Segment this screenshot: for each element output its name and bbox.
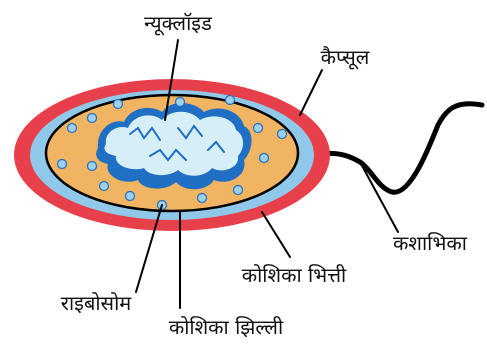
ribosome-dot [234, 186, 243, 195]
label-cell-wall: कोशिका भित्ती [242, 263, 347, 287]
label-nucleoid: न्यूक्लॉइड [144, 11, 212, 36]
leader-flagellum [360, 162, 398, 232]
ribosome-dot [88, 162, 97, 171]
ribosome-dot [126, 192, 135, 201]
label-ribosome: राइबोसोम [61, 291, 132, 315]
ribosome-dot [114, 100, 123, 109]
ribosome-dot [88, 114, 97, 123]
ribosome-dot [100, 182, 109, 191]
ribosome-dot [68, 124, 77, 133]
label-capsule: कैप्सूल [321, 45, 370, 70]
ribosome-dot [198, 194, 207, 203]
ribosome-dot [226, 96, 235, 105]
label-cell-membrane: कोशिका झिल्ली [169, 315, 284, 339]
ribosome-dot [254, 124, 263, 133]
leader-capsule [300, 70, 322, 115]
ribosome-dot [260, 154, 269, 163]
leader-cell-wall [262, 212, 290, 257]
ribosome-dot [176, 98, 185, 107]
ribosome-dot [278, 130, 287, 139]
ribosome-dot [58, 160, 67, 169]
label-flagellum: कशाभिका [393, 231, 468, 255]
